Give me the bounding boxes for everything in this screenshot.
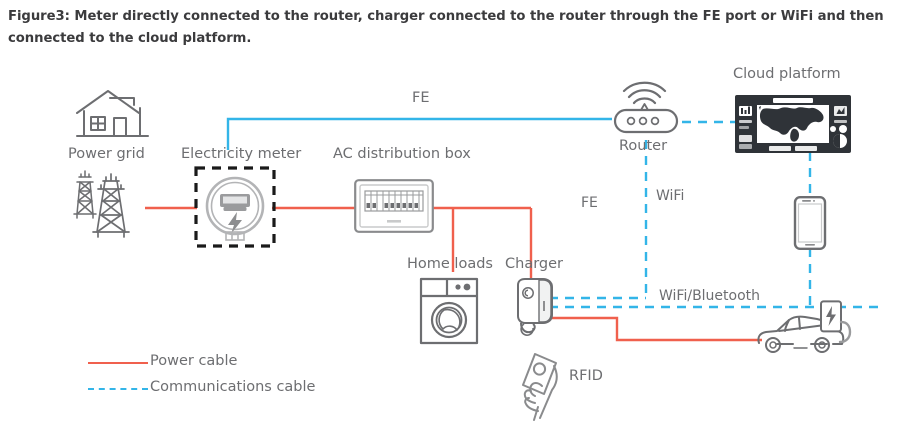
- electric-car-icon: [757, 315, 845, 353]
- legend-label-communications-cable: Communications cable: [150, 379, 316, 395]
- comms-cable-meter-to-router: [226, 117, 612, 150]
- wifi-router-icon: [613, 81, 679, 134]
- label-router: Router: [619, 138, 668, 154]
- label-cloud-platform: Cloud platform: [733, 66, 841, 82]
- legend-swatch-communications-cable: [88, 388, 148, 390]
- legend-label-power-cable: Power cable: [150, 353, 238, 369]
- meter-highlight-dashed-box: [194, 166, 276, 248]
- legend-swatch-power-cable: [88, 362, 148, 364]
- breaker-panel-icon: [354, 179, 434, 233]
- label-electricity-meter: Electricity meter: [181, 146, 302, 162]
- label-rfid: RFID: [569, 368, 603, 384]
- electricity-meter-icon: [194, 166, 276, 248]
- charging-post-icon: [820, 300, 852, 344]
- label-wifi: WiFi: [656, 188, 685, 204]
- hand-holding-rfid-card-icon: [522, 353, 558, 421]
- label-fe-top: FE: [412, 90, 430, 106]
- label-fe-charger: FE: [581, 195, 598, 211]
- label-power-grid: Power grid: [68, 146, 145, 162]
- dashboard-monitor-icon: [735, 95, 851, 153]
- house-icon: [76, 90, 149, 137]
- label-ac-distribution-box: AC distribution box: [333, 146, 471, 162]
- label-wifi-bluetooth: WiFi/Bluetooth: [659, 288, 761, 304]
- power-cable-charger-to-vehicle: [545, 316, 762, 342]
- figure-caption: Figure3: Meter directly connected to the…: [8, 9, 884, 46]
- smartphone-icon: [793, 196, 827, 250]
- label-home-loads: Home loads: [407, 256, 493, 272]
- legend: Power cable Communications cable: [88, 352, 348, 402]
- washing-machine-icon: [419, 277, 479, 345]
- label-charger: Charger: [505, 256, 563, 272]
- ev-wallbox-charger-icon: [517, 278, 553, 336]
- transmission-tower-icon: [73, 170, 130, 238]
